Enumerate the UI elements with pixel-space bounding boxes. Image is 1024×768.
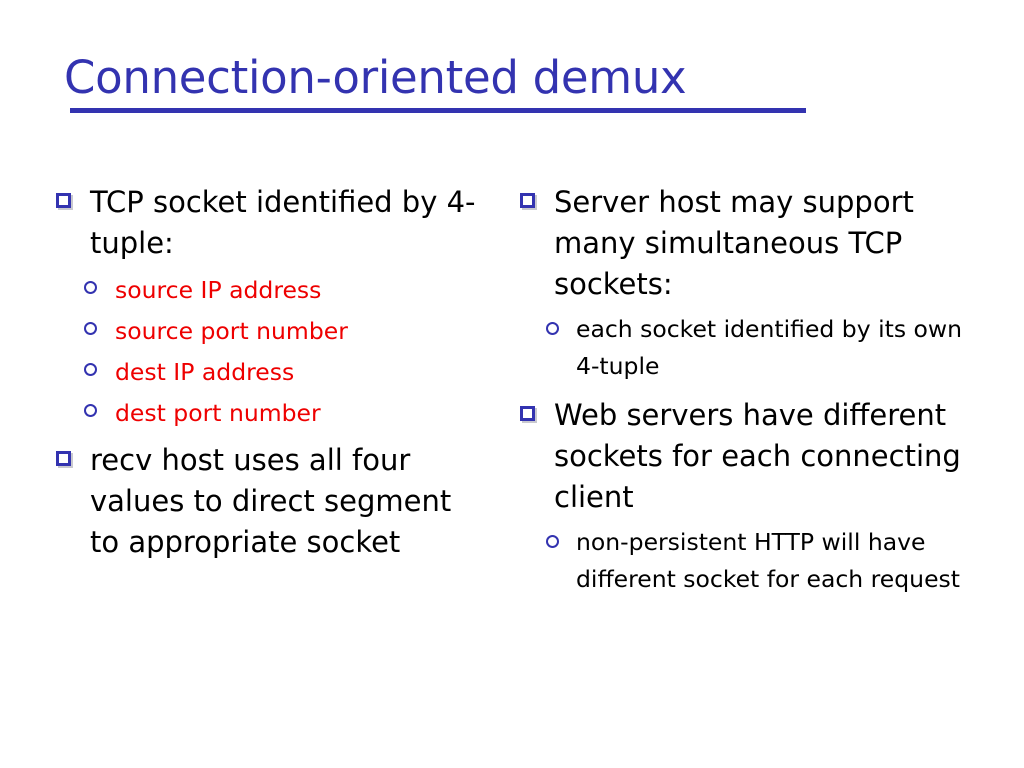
bullet-level2: non-persistent HTTP will have different …: [516, 524, 976, 598]
bullet-level2: source port number: [52, 311, 482, 352]
right-column: Server host may support many simultaneou…: [516, 182, 976, 598]
circle-bullet-icon: [546, 322, 559, 335]
page-title: Connection-oriented demux: [64, 51, 687, 104]
left-column: TCP socket identified by 4-tuple: source…: [52, 182, 482, 569]
circle-bullet-icon: [84, 281, 97, 294]
bullet-level1: Server host may support many simultaneou…: [516, 182, 976, 305]
square-bullet-icon: [520, 406, 535, 421]
bullet-level2-label: source port number: [115, 317, 348, 345]
bullet-level2: source IP address: [52, 270, 482, 311]
bullet-level2: dest IP address: [52, 352, 482, 393]
bullet-level1: Web servers have different sockets for e…: [516, 395, 976, 518]
slide-title-block: Connection-oriented demux: [64, 51, 824, 113]
square-bullet-icon: [520, 193, 535, 208]
bullet-level2: dest port number: [52, 393, 482, 434]
square-bullet-icon: [56, 451, 71, 466]
bullet-level1-label: recv host uses all four values to direct…: [90, 443, 452, 559]
circle-bullet-icon: [84, 363, 97, 376]
bullet-level1-label: TCP socket identified by 4-tuple:: [90, 185, 476, 260]
spacer: [516, 385, 976, 395]
title-underline-rule: [70, 108, 806, 113]
circle-bullet-icon: [84, 322, 97, 335]
bullet-level1: TCP socket identified by 4-tuple:: [52, 182, 482, 264]
bullet-level2: each socket identified by its own 4-tupl…: [516, 311, 976, 385]
bullet-level1: recv host uses all four values to direct…: [52, 440, 482, 563]
square-bullet-icon: [56, 193, 71, 208]
circle-bullet-icon: [84, 404, 97, 417]
bullet-level1-label: Server host may support many simultaneou…: [554, 185, 914, 301]
bullet-level2-label: source IP address: [115, 276, 322, 304]
bullet-level2-label: dest port number: [115, 399, 321, 427]
bullet-level1-label: Web servers have different sockets for e…: [554, 398, 961, 514]
bullet-level2-label: dest IP address: [115, 358, 295, 386]
circle-bullet-icon: [546, 535, 559, 548]
bullet-level2-label: each socket identified by its own 4-tupl…: [576, 315, 963, 380]
bullet-level2-label: non-persistent HTTP will have different …: [576, 528, 960, 593]
